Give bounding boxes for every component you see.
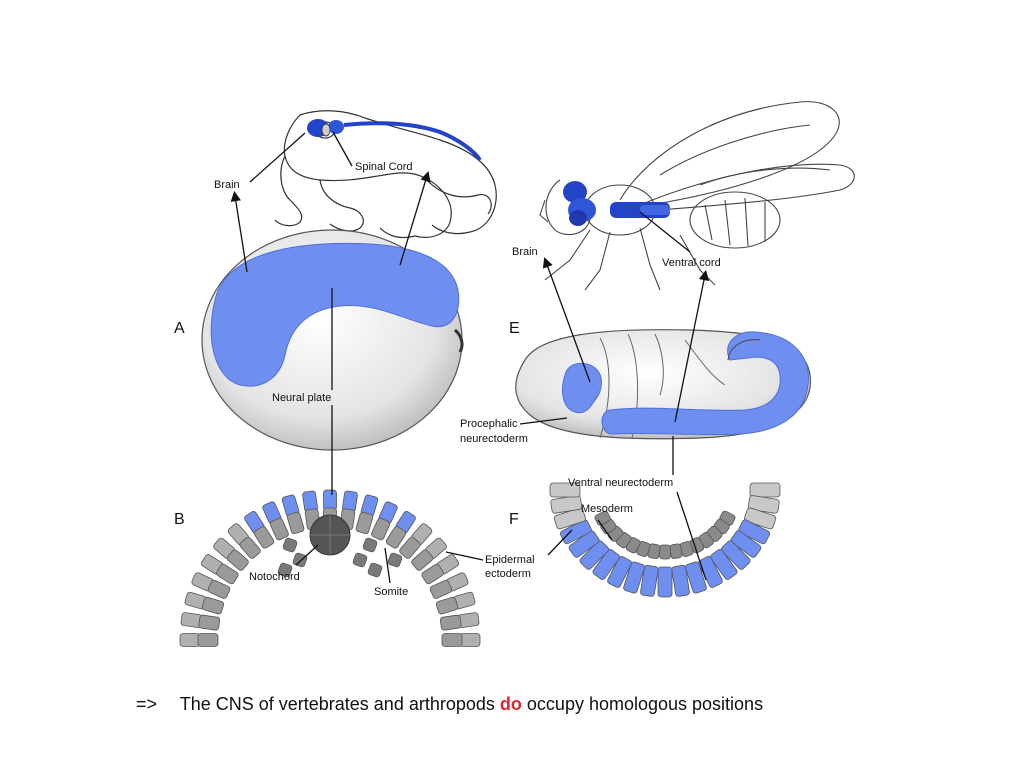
ectoderm-cell — [421, 563, 444, 585]
label-ventral-neurectoderm: Ventral neurectoderm — [568, 477, 673, 489]
neurectoderm-cell — [640, 564, 659, 597]
ectoderm-cell — [749, 482, 781, 498]
ectoderm-cell — [179, 633, 201, 647]
neurectoderm-cell — [657, 566, 673, 598]
neurectoderm-cell — [568, 530, 600, 558]
mesoderm-cell — [669, 543, 683, 559]
neurectoderm-cell — [592, 548, 620, 580]
neurectoderm-cell — [710, 548, 738, 580]
somite-cell — [387, 552, 403, 568]
ectoderm-cell — [744, 507, 777, 530]
ectoderm-cell — [459, 633, 481, 647]
label-epidermal-ectoderm-line1: Epidermal — [485, 554, 535, 566]
notochord-shape — [309, 514, 351, 556]
somite-cell — [277, 562, 293, 578]
caption-text-before: The CNS of vertebrates and arthropods — [179, 694, 495, 714]
neurectoderm-cell — [579, 540, 610, 570]
frog-cns — [307, 119, 482, 162]
label-epidermal-ectoderm-line2: ectoderm — [485, 568, 531, 580]
ectoderm-cell — [747, 495, 780, 514]
somite-cell — [282, 537, 298, 553]
neurectoderm-cell — [720, 540, 751, 570]
label-neural-plate: Neural plate — [272, 392, 331, 404]
ectoderm-cell — [429, 579, 453, 599]
ectoderm-cell — [253, 526, 275, 549]
label-frog-brain: Brain — [214, 179, 240, 191]
ectoderm-cell — [198, 614, 221, 631]
neurectoderm-cell — [730, 530, 762, 558]
cross-section-b — [179, 489, 481, 647]
panel-label-a: A — [174, 320, 185, 337]
ectoderm-cell — [286, 511, 305, 535]
caption-arrow: => — [136, 694, 158, 714]
somite-cell — [367, 562, 383, 578]
mesoderm-cell — [659, 544, 671, 560]
ectoderm-cell — [441, 633, 463, 647]
ectoderm-cell — [371, 517, 391, 541]
label-ventral-cord: Ventral cord — [662, 257, 721, 269]
ectoderm-cell — [553, 507, 586, 530]
neurectoderm-cell — [623, 561, 646, 594]
frog-illustration — [274, 110, 497, 239]
ectoderm-cell — [226, 549, 249, 571]
label-procephalic-line2: neurectoderm — [460, 433, 528, 445]
neurectoderm-cell — [559, 519, 592, 545]
label-spinal-cord: Spinal Cord — [355, 161, 412, 173]
neural-cell — [323, 489, 337, 511]
ectoderm-cell — [550, 495, 583, 514]
ectoderm-cell — [399, 536, 421, 559]
frog-leader-lines — [230, 131, 484, 584]
ectoderm-cell — [385, 526, 407, 549]
ectoderm-cell — [216, 563, 239, 585]
caption-emphasis: do — [499, 694, 522, 714]
neural-plate-shape — [210, 242, 460, 387]
procephalic-shape — [562, 362, 602, 414]
ectoderm-cell — [207, 579, 231, 599]
embryo-e — [515, 329, 812, 440]
fly-leader-lines — [519, 211, 710, 581]
label-mesoderm: Mesoderm — [581, 503, 633, 515]
caption: => The CNS of vertebrates and arthropods… — [136, 694, 763, 715]
ectoderm-cell — [549, 482, 581, 498]
label-notochord: Notochord — [249, 571, 300, 583]
somite-cell — [292, 552, 308, 568]
label-somite: Somite — [374, 586, 408, 598]
somite-cell — [352, 552, 368, 568]
ectoderm-cell — [439, 614, 462, 631]
ectoderm-cell — [239, 536, 261, 559]
neurectoderm-cell — [738, 519, 771, 545]
panel-label-b: B — [174, 511, 185, 528]
ectoderm-cell — [355, 511, 374, 535]
caption-text-after: occupy homologous positions — [526, 694, 764, 714]
panel-label-e: E — [509, 320, 520, 337]
ectoderm-cell — [269, 517, 289, 541]
ectoderm-cell — [435, 596, 459, 615]
label-procephalic-line1: Procephalic — [460, 418, 518, 430]
fly-cns — [563, 181, 670, 226]
somite-cell — [362, 537, 378, 553]
ectoderm-cell — [411, 549, 434, 571]
label-fly-brain: Brain — [512, 246, 538, 258]
neurectoderm-cell — [671, 564, 690, 597]
cross-section-f — [549, 482, 781, 598]
panel-label-f: F — [509, 511, 519, 528]
neurectoderm-cell — [684, 561, 707, 594]
ectoderm-cell — [197, 633, 219, 647]
neurectoderm-cell — [607, 556, 633, 588]
ectoderm-cell — [201, 596, 225, 615]
ventral-neurectoderm-shape — [601, 331, 809, 436]
